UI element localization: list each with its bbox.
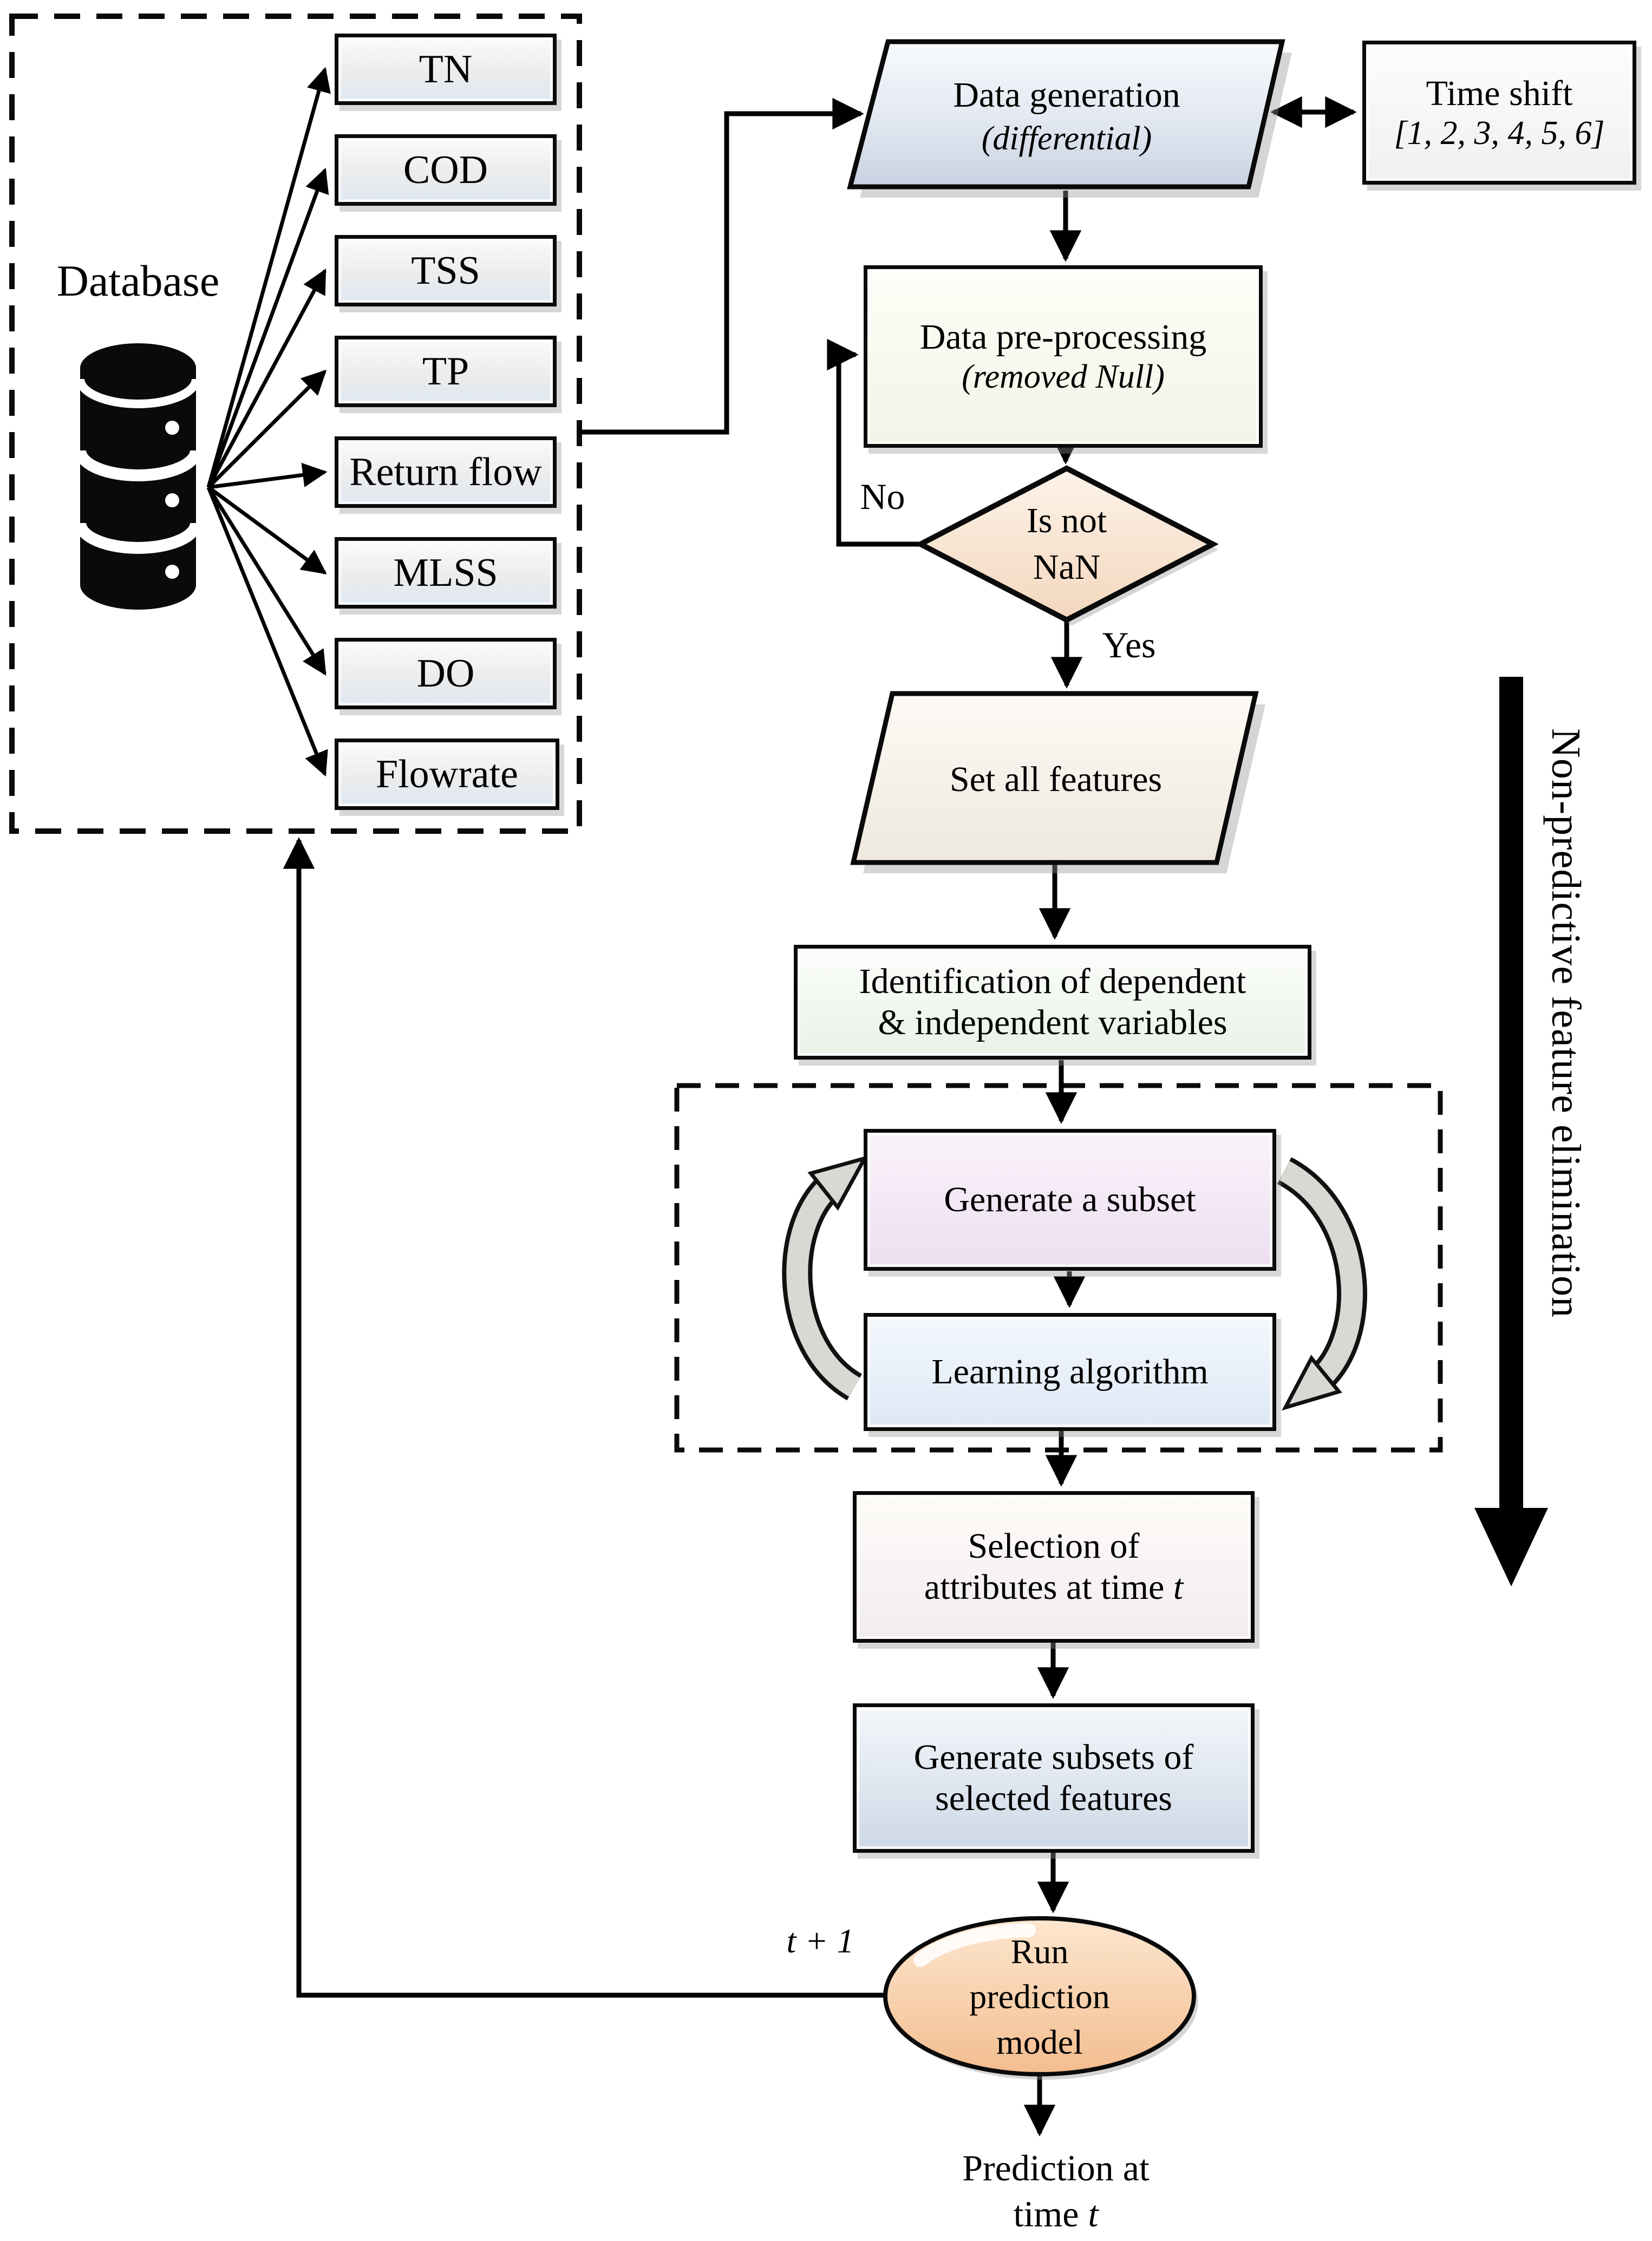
generate-subsets-label-1: Generate subsets of	[913, 1737, 1194, 1777]
db-item-tp: TP	[335, 336, 557, 407]
selection-label-2-text: attributes at time	[924, 1567, 1173, 1607]
db-item-label: MLSS	[393, 550, 498, 595]
nan-check-node: Is not NaN	[969, 482, 1164, 606]
prediction-output-label: Prediction at time t	[893, 2145, 1218, 2237]
db-item-mlss: MLSS	[335, 537, 557, 609]
generate-subset-label: Generate a subset	[944, 1180, 1196, 1219]
generate-subset-node: Generate a subset	[864, 1129, 1276, 1271]
time-shift-values: [1, 2, 3, 4, 5, 6]	[1394, 114, 1605, 152]
t-plus-1-label: t + 1	[786, 1922, 854, 1960]
identification-node: Identification of dependent & independen…	[794, 945, 1311, 1060]
identification-label-1: Identification of dependent	[859, 962, 1246, 1001]
prediction-output-line-1: Prediction at	[962, 2147, 1150, 2188]
db-item-label: TSS	[411, 248, 480, 293]
preprocessing-node: Data pre-processing (removed Null)	[864, 265, 1263, 448]
db-item-label: DO	[416, 651, 475, 696]
cycle-arrow-down-icon	[1279, 1161, 1363, 1411]
db-item-label: TP	[422, 349, 469, 394]
arrow-no-loop	[827, 338, 920, 547]
arrow-database-to-generation	[580, 97, 864, 435]
run-prediction-label-2: prediction	[969, 1977, 1110, 2016]
db-item-tn: TN	[335, 34, 557, 105]
feature-elimination-panel-border	[674, 1083, 1443, 1453]
elimination-note: Non-predictive feature elimination	[1543, 728, 1589, 1318]
generate-subsets-node: Generate subsets of selected features	[853, 1703, 1255, 1853]
learning-algorithm-label: Learning algorithm	[931, 1352, 1209, 1391]
db-item-label: Flowrate	[375, 752, 519, 796]
prediction-output-line-2: time t	[1014, 2191, 1099, 2237]
db-item-label: COD	[403, 147, 488, 192]
prediction-output-line-2-var: t	[1088, 2193, 1099, 2235]
db-item-tss: TSS	[335, 235, 557, 306]
flow-connectors	[283, 96, 1357, 2137]
set-all-features-node: Set all features	[893, 704, 1218, 855]
db-item-returnflow: Return flow	[335, 436, 557, 508]
db-item-label: Return flow	[349, 449, 542, 494]
data-generation-sublabel: (differential)	[981, 120, 1152, 157]
set-all-features-label: Set all features	[949, 759, 1163, 799]
preprocessing-sublabel: (removed Null)	[962, 358, 1165, 395]
identification-label-2: & independent variables	[878, 1003, 1227, 1042]
nan-check-label-2: NaN	[1033, 547, 1101, 587]
db-item-flowrate: Flowrate	[335, 739, 559, 810]
run-prediction-label-3: model	[996, 2022, 1083, 2061]
db-item-label: TN	[419, 47, 473, 92]
database-panel-border	[9, 14, 582, 834]
selection-label-2: attributes at time t	[924, 1567, 1183, 1608]
cycle-arrow-up-icon	[786, 1155, 869, 1397]
no-branch-label: No	[860, 476, 905, 517]
cycle-arrows	[782, 1155, 1367, 1411]
nan-check-shape	[915, 465, 1219, 625]
arrow-feedback-t1	[283, 837, 885, 1998]
selection-label-1: Selection of	[968, 1526, 1140, 1566]
data-generation-label: Data generation	[953, 75, 1180, 115]
prediction-output-line-2-text: time	[1013, 2193, 1088, 2235]
data-generation-node: Data generation (differential)	[877, 54, 1256, 179]
run-prediction-label-1: Run	[1010, 1932, 1069, 1971]
run-prediction-shape	[883, 1916, 1198, 2080]
selection-node: Selection of attributes at time t	[853, 1491, 1255, 1643]
set-all-features-shape	[850, 691, 1265, 873]
selection-label-2-var: t	[1173, 1567, 1184, 1607]
database-label: Database	[56, 256, 220, 305]
preprocessing-label: Data pre-processing	[919, 317, 1207, 357]
run-prediction-node: Run prediction model	[920, 1926, 1159, 2067]
data-generation-shape	[847, 39, 1292, 198]
database-fan-arrows	[206, 67, 331, 777]
time-shift-label: Time shift	[1426, 73, 1573, 113]
generate-subsets-label-2: selected features	[935, 1779, 1172, 1818]
db-item-cod: COD	[335, 134, 557, 206]
yes-branch-label: Yes	[1102, 624, 1156, 665]
elimination-arrow-icon	[1474, 677, 1548, 1586]
time-shift-node: Time shift [1, 2, 3, 4, 5, 6]	[1362, 41, 1636, 185]
db-item-do: DO	[335, 638, 557, 709]
nan-check-label-1: Is not	[1026, 501, 1107, 541]
learning-algorithm-node: Learning algorithm	[864, 1313, 1276, 1431]
database-icon	[74, 343, 202, 610]
